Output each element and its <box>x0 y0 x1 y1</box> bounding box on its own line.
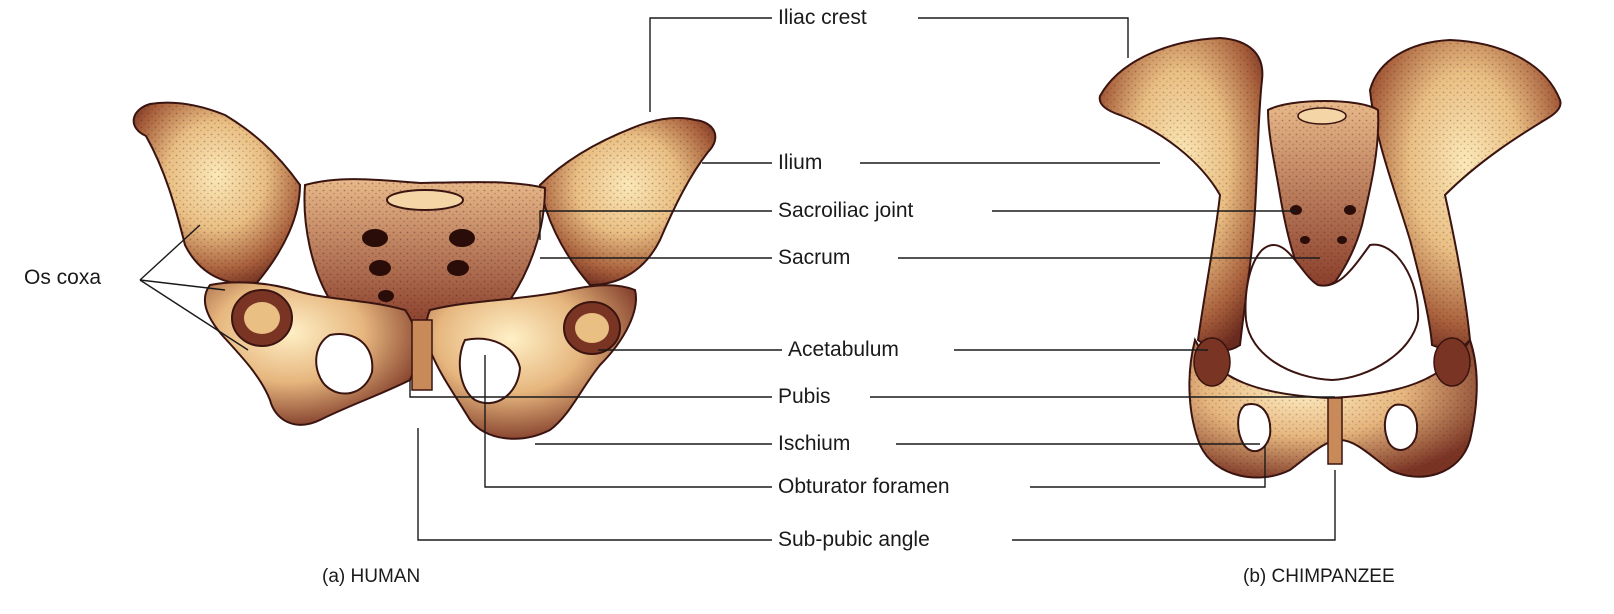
label-sacroiliac-joint: Sacroiliac joint <box>776 199 915 223</box>
label-obturator-foramen: Obturator foramen <box>776 475 952 499</box>
label-pubis: Pubis <box>776 385 833 409</box>
caption-human: (a) HUMAN <box>322 566 420 588</box>
label-ischium: Ischium <box>776 432 852 456</box>
label-iliac-crest: Iliac crest <box>776 6 869 30</box>
caption-chimpanzee: (b) CHIMPANZEE <box>1243 566 1395 588</box>
label-os-coxa: Os coxa <box>22 266 103 290</box>
human-pelvis <box>134 103 716 439</box>
label-ilium: Ilium <box>776 151 824 175</box>
label-sacrum: Sacrum <box>776 246 852 270</box>
label-acetabulum: Acetabulum <box>786 338 901 362</box>
label-sub-pubic-angle: Sub-pubic angle <box>776 528 932 552</box>
